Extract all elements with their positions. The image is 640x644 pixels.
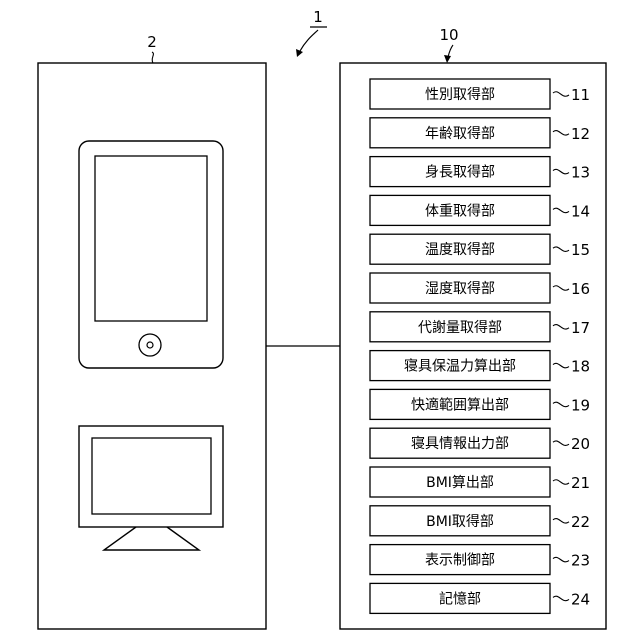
unit-label: 湿度取得部 [425, 280, 495, 297]
unit-ref-label: 16 [571, 280, 590, 298]
unit-leader [553, 519, 569, 523]
unit-ref-label: 14 [571, 202, 590, 220]
unit-ref-label: 20 [571, 435, 590, 453]
unit-label: BMI算出部 [426, 475, 494, 491]
unit-label: 表示制御部 [425, 553, 495, 569]
unit-label: 寝具情報出力部 [411, 435, 509, 452]
unit-leader [553, 596, 569, 600]
unit-leader [553, 247, 569, 251]
smartphone-home-button-outer [139, 334, 161, 356]
monitor-frame [79, 426, 223, 527]
unit-label: 年齢取得部 [425, 125, 495, 142]
unit-leader [553, 131, 569, 135]
device-ref-leader [448, 45, 453, 57]
unit-label: 快適範囲算出部 [411, 396, 509, 413]
unit-label: 代謝量取得部 [418, 319, 502, 336]
unit-ref-label: 19 [571, 396, 590, 414]
unit-label: 記憶部 [439, 590, 481, 607]
unit-list: 性別取得部 11 年齢取得部 12 身長取得部 13 体重取得部 14 温度取得部 15 湿度取得部… [370, 79, 590, 613]
unit-leader [553, 286, 569, 290]
unit-leader [553, 402, 569, 406]
unit-leader [553, 208, 569, 212]
smartphone-home-button-inner [147, 342, 153, 348]
unit-leader [553, 169, 569, 173]
system-ref-leader [300, 30, 318, 51]
unit-leader [553, 92, 569, 96]
unit-ref-label: 12 [571, 125, 590, 143]
terminal-ref-label: 2 [147, 33, 157, 51]
smartphone-screen [95, 156, 207, 321]
unit-ref-label: 13 [571, 164, 590, 182]
unit-leader [553, 480, 569, 484]
unit-label: BMI取得部 [426, 513, 494, 530]
unit-label: 寝具保温力算出部 [404, 358, 516, 375]
unit-ref-label: 23 [571, 552, 590, 570]
unit-leader [553, 441, 569, 445]
unit-ref-label: 18 [571, 358, 590, 376]
unit-leader [553, 557, 569, 561]
monitor-icon [79, 426, 223, 550]
system-ref-label: 1 [313, 8, 323, 26]
monitor-screen [92, 438, 211, 514]
terminal-box [38, 63, 266, 629]
unit-ref-label: 17 [571, 319, 590, 337]
smartphone-icon [79, 141, 223, 368]
unit-leader [553, 363, 569, 367]
unit-leader [553, 325, 569, 329]
unit-label: 温度取得部 [425, 241, 495, 258]
monitor-stand [104, 527, 199, 550]
terminal-ref-leader [152, 52, 153, 63]
unit-label: 身長取得部 [425, 164, 495, 181]
unit-label: 性別取得部 [425, 86, 495, 103]
unit-ref-label: 15 [571, 241, 590, 259]
device-ref-arrowhead [444, 55, 451, 63]
unit-ref-label: 24 [571, 590, 590, 608]
unit-label: 体重取得部 [425, 202, 495, 219]
system-ref-arrowhead [296, 49, 303, 57]
unit-ref-label: 22 [571, 513, 590, 531]
device-ref-label: 10 [439, 26, 458, 44]
unit-ref-label: 11 [571, 86, 590, 104]
unit-ref-label: 21 [571, 474, 590, 492]
